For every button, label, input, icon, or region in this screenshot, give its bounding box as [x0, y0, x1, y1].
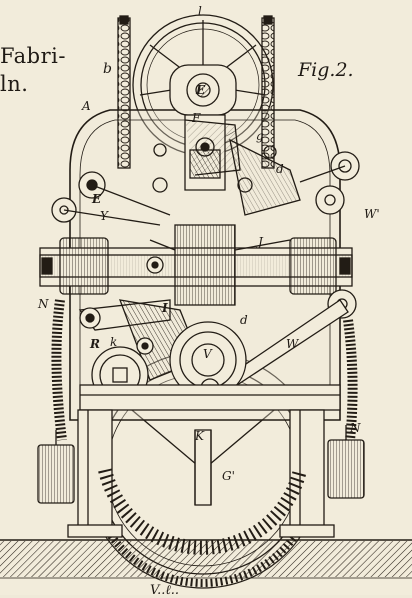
label-l: l	[198, 4, 202, 18]
label-e-left: E	[92, 192, 102, 206]
label-n-right: N	[350, 421, 361, 435]
figure-title: Fig.2.	[298, 59, 354, 81]
label-k-upper: K	[195, 429, 204, 443]
label-k: k	[110, 335, 118, 349]
side-text-line-2: ln.	[0, 72, 29, 96]
label-f: F	[192, 111, 201, 125]
label-i: I	[162, 301, 168, 315]
label-j: J	[258, 235, 263, 249]
label-r: R	[90, 337, 100, 351]
label-g: g	[256, 129, 264, 143]
label-e-top: E	[196, 83, 206, 97]
label-d: d	[276, 162, 284, 176]
label-b: b	[103, 61, 112, 77]
label-g-prime: G'	[222, 469, 235, 483]
side-text-line-1: Fabri-	[0, 44, 66, 68]
label-v: V	[203, 347, 212, 361]
label-y: Y	[100, 209, 108, 223]
label-a: A	[82, 99, 91, 113]
bottom-text-fragment: V..ℓ..	[150, 583, 180, 598]
label-w: W	[286, 337, 299, 351]
label-d-lower: d	[240, 313, 248, 327]
label-w-prime: W'	[364, 207, 380, 221]
label-n-left: N	[38, 297, 49, 311]
